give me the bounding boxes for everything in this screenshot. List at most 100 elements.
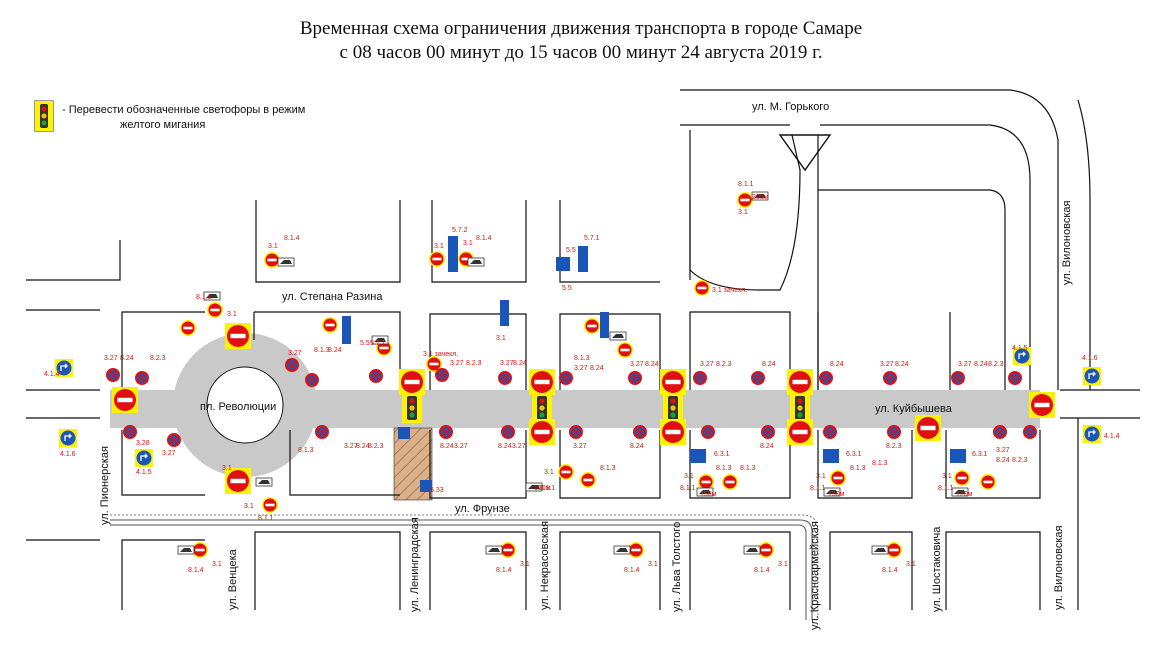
no-stopping-sign-icon <box>558 370 574 386</box>
sign-number: 8.24 <box>645 361 659 368</box>
sign-number: 8.24 <box>974 361 988 368</box>
sign-number: 8.24 <box>513 360 527 367</box>
sign-number: 3.1 <box>942 473 952 480</box>
sign-number: 8.2.3 <box>1012 457 1028 464</box>
sign-number: 8.1.3 <box>850 465 866 472</box>
traffic-light-icon <box>402 393 422 423</box>
no-entry-sign-icon <box>322 317 338 333</box>
sign-number: 5.33 <box>430 487 444 494</box>
tow-note-label: 3.1 зачекл. <box>712 287 747 294</box>
no-stopping-sign-icon <box>122 424 138 440</box>
detour-sign-icon <box>950 449 966 463</box>
street-label-lva-tolstogo: ул. Льва Толстого <box>671 522 683 612</box>
sign-number: 8.1.1 <box>938 485 954 492</box>
legend-text: - Перевести обозначенные светофоры в реж… <box>62 103 322 133</box>
street-label-krasnoarmeyskaya: ул. Красноармейская <box>809 521 821 630</box>
no-entry-sign-icon <box>628 542 644 558</box>
sign-number: 8.1.4 <box>754 567 770 574</box>
street-label-stepana-razina: ул. Степана Разина <box>282 291 383 303</box>
sign-number: 8.1.4 <box>496 567 512 574</box>
one-way-end-sign-icon <box>578 246 588 272</box>
sign-number: 8.24 <box>996 457 1010 464</box>
tow-truck-plate-icon <box>743 545 761 555</box>
sign-number: 3.1 <box>244 503 254 510</box>
sign-number: 3.1 <box>816 473 826 480</box>
sign-number: 5.5 <box>566 247 576 254</box>
road-network <box>110 333 1040 620</box>
detour-sign-icon <box>690 449 706 463</box>
no-stopping-sign-icon <box>1007 370 1023 386</box>
tow-truck-plate-icon <box>609 331 627 341</box>
sign-number: 3.27 <box>630 361 644 368</box>
street-label-vilonovskaya-bottom: ул. Вилоновская <box>1053 525 1065 610</box>
direction-sign-icon <box>134 448 154 468</box>
no-entry-sign-icon <box>112 387 138 413</box>
sign-number: 8.1.3 <box>716 465 732 472</box>
sign-number: 8.1.4 <box>624 567 640 574</box>
distance-plate: 150м <box>534 485 551 492</box>
one-way-sign-icon <box>556 257 570 271</box>
legend-line2: желтого мигания <box>120 119 206 131</box>
sign-number: 4.1.6 <box>60 451 76 458</box>
sign-number: 3.1 <box>434 243 444 250</box>
sign-number: 5.5 <box>562 285 572 292</box>
no-entry-sign-icon <box>584 318 600 334</box>
no-entry-sign-icon <box>399 369 425 395</box>
sign-number: 3.27 <box>996 447 1010 454</box>
sign-number: 4.1.4 <box>44 371 60 378</box>
sign-number-labels: 3.1 3.1 3.1 3.1 8.1.1 3.1 зачекл. 3.1 за… <box>44 181 1120 574</box>
sign-number: 4.1.6 <box>1082 355 1098 362</box>
no-stopping-sign-icon <box>950 370 966 386</box>
sign-number: 3.1 <box>463 240 473 247</box>
no-entry-sign-icon <box>529 419 555 445</box>
map-title-line2: с 08 часов 00 минут до 15 часов 00 минут… <box>339 42 823 63</box>
no-stopping-sign-icon <box>368 368 384 384</box>
direction-sign-icon <box>1082 366 1102 386</box>
sign-number: 8.1.4 <box>476 235 492 242</box>
no-entry-sign-icon <box>787 369 813 395</box>
no-stopping-sign-icon <box>627 370 643 386</box>
sign-number: 8.24 <box>630 443 644 450</box>
mandatory-signs <box>54 236 1102 492</box>
sign-number: 3.27 <box>573 443 587 450</box>
crossing-sign-icon <box>420 480 432 492</box>
sign-number: 4.1.5 <box>1012 345 1028 352</box>
sign-number: 3.1 <box>684 473 694 480</box>
sign-number: 8.1.1 <box>680 485 696 492</box>
sign-number: 3.1 <box>212 561 222 568</box>
street-labels: ул. М. Горького ул. Степана Разина ул. К… <box>99 101 1073 630</box>
no-entry-sign-icon <box>580 472 596 488</box>
sign-number: 8.24 <box>328 347 342 354</box>
street-label-shostakovicha: ул. Шостаковича <box>931 526 943 612</box>
no-entry-sign-icon <box>660 369 686 395</box>
no-entry-sign-icon <box>722 474 738 490</box>
sign-number: 3.27 <box>344 443 358 450</box>
tow-truck-plate-icon <box>871 545 889 555</box>
sign-number: 3.27 <box>450 360 464 367</box>
no-stopping-sign-icon <box>760 424 776 440</box>
sign-number: 3.27 <box>700 361 714 368</box>
no-entry-sign-icon <box>915 415 941 441</box>
sign-number: 3.1 <box>222 465 232 472</box>
sign-number: 8.1.1 <box>738 181 754 188</box>
crossing-sign-icon <box>398 427 410 439</box>
direction-sign-icon <box>1082 424 1102 444</box>
sign-number: 5.5 <box>360 340 370 347</box>
no-stopping-sign-icon <box>314 424 330 440</box>
tow-truck-plate-icon <box>485 545 503 555</box>
no-stopping-sign-icon <box>166 432 182 448</box>
no-stopping-sign-icon <box>438 424 454 440</box>
sign-number: 3.1 <box>227 311 237 318</box>
sign-number: 3.1 <box>520 561 530 568</box>
sign-number: 8.1.3 <box>298 447 314 454</box>
traffic-light-legend-icon <box>34 100 54 132</box>
sign-number: 3.1 <box>544 469 554 476</box>
traffic-light-icon <box>532 393 552 423</box>
one-way-sign-icon <box>500 300 509 326</box>
sign-number: 8.2.3 <box>466 360 482 367</box>
no-entry-sign-icon <box>954 470 970 486</box>
sign-number: 8.1.3 <box>872 460 888 467</box>
sign-number: 8.1.1 <box>196 294 212 301</box>
sign-number: 8.2.3 <box>886 443 902 450</box>
